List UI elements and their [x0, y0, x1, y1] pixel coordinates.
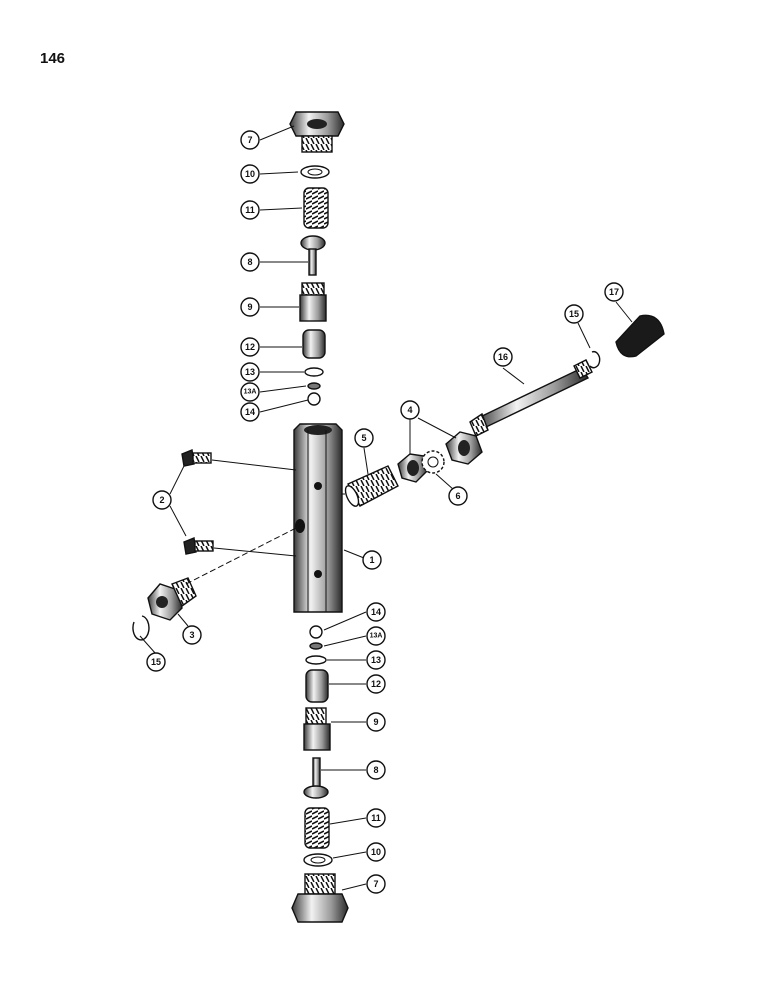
- svg-text:10: 10: [371, 847, 381, 857]
- svg-text:8: 8: [247, 257, 252, 267]
- callout-3: 3: [182, 625, 202, 645]
- bottom-retainer-part-13a: [309, 642, 323, 650]
- callout-14-bottom: 14: [366, 602, 386, 622]
- svg-text:15: 15: [151, 657, 161, 667]
- callout-8-bottom: 8: [366, 760, 386, 780]
- svg-text:2: 2: [159, 495, 164, 505]
- top-plug-part-7: [289, 111, 345, 153]
- callout-11-top: 11: [240, 200, 260, 220]
- svg-text:3: 3: [189, 630, 194, 640]
- callout-13a-bottom: 13A: [366, 626, 386, 646]
- svg-text:10: 10: [245, 169, 255, 179]
- svg-text:11: 11: [245, 205, 255, 215]
- callout-15-left: 15: [146, 652, 166, 672]
- svg-text:13A: 13A: [370, 633, 383, 640]
- svg-text:13: 13: [371, 655, 381, 665]
- callout-13-top: 13: [240, 362, 260, 382]
- callout-13-bottom: 13: [366, 650, 386, 670]
- callout-8-top: 8: [240, 252, 260, 272]
- bottom-o-ring-part-13: [305, 655, 327, 665]
- bottom-spring-part-11: [304, 807, 330, 849]
- svg-text:17: 17: [609, 287, 619, 297]
- callout-2: 2: [152, 490, 172, 510]
- callout-7-bottom: 7: [366, 874, 386, 894]
- svg-text:11: 11: [371, 813, 381, 823]
- callout-6: 6: [448, 486, 468, 506]
- svg-text:7: 7: [247, 135, 252, 145]
- top-seat-part-9: [299, 282, 327, 322]
- threaded-bushing-part-5: [342, 465, 399, 507]
- bottom-guide-part-12: [305, 669, 329, 703]
- svg-text:6: 6: [455, 491, 460, 501]
- adjusting-shaft-part-16: [469, 359, 593, 437]
- top-o-ring-part-13: [304, 367, 324, 377]
- svg-text:9: 9: [373, 717, 378, 727]
- svg-text:1: 1: [369, 555, 374, 565]
- top-washer-part-10: [300, 165, 330, 179]
- callout-12-top: 12: [240, 337, 260, 357]
- bottom-seat-part-9: [303, 707, 331, 751]
- left-snap-ring-part-15: [132, 615, 150, 641]
- svg-text:5: 5: [361, 433, 366, 443]
- callout-1: 1: [362, 550, 382, 570]
- callout-16: 16: [493, 347, 513, 367]
- knob-part-17: [615, 314, 665, 358]
- callout-11-bottom: 11: [366, 808, 386, 828]
- leader-lines: [139, 125, 633, 891]
- callout-10-top: 10: [240, 164, 260, 184]
- svg-text:4: 4: [407, 405, 412, 415]
- svg-text:15: 15: [569, 309, 579, 319]
- callout-5: 5: [354, 428, 374, 448]
- top-guide-part-12: [302, 329, 326, 359]
- svg-text:13A: 13A: [244, 389, 257, 396]
- side-plug-part-3: [147, 525, 301, 621]
- callout-9-top: 9: [240, 297, 260, 317]
- svg-text:14: 14: [371, 607, 381, 617]
- right-snap-ring-part-15: [589, 350, 601, 369]
- upper-screw-part-2: [181, 449, 297, 471]
- svg-text:14: 14: [245, 407, 255, 417]
- top-pin-part-8: [300, 235, 326, 276]
- callout-14-top: 14: [240, 402, 260, 422]
- jam-nut-2-part-4: [445, 431, 483, 465]
- top-spring-part-11: [303, 187, 329, 229]
- top-retainer-part-13a: [307, 382, 321, 390]
- callout-7-top: 7: [240, 130, 260, 150]
- callout-17: 17: [604, 282, 624, 302]
- bottom-ball-part-14: [309, 625, 323, 639]
- svg-text:12: 12: [245, 342, 255, 352]
- svg-text:12: 12: [371, 679, 381, 689]
- callout-15-right: 15: [564, 304, 584, 324]
- top-ball-part-14: [307, 392, 321, 406]
- lower-screw-part-2: [183, 537, 297, 557]
- callout-12-bottom: 12: [366, 674, 386, 694]
- bottom-plug-part-7: [291, 873, 349, 923]
- lock-washer-part-6: [421, 450, 445, 474]
- callout-10-bottom: 10: [366, 842, 386, 862]
- valve-body-part-1: [293, 423, 343, 613]
- svg-text:7: 7: [373, 879, 378, 889]
- bottom-pin-part-8: [303, 757, 329, 799]
- svg-text:13: 13: [245, 367, 255, 377]
- callout-9-bottom: 9: [366, 712, 386, 732]
- bottom-washer-part-10: [303, 853, 333, 867]
- svg-text:9: 9: [247, 302, 252, 312]
- page-number: 146: [40, 50, 66, 67]
- svg-text:16: 16: [498, 352, 508, 362]
- callout-13a-top: 13A: [240, 382, 260, 402]
- svg-text:8: 8: [373, 765, 378, 775]
- callout-4: 4: [400, 400, 420, 420]
